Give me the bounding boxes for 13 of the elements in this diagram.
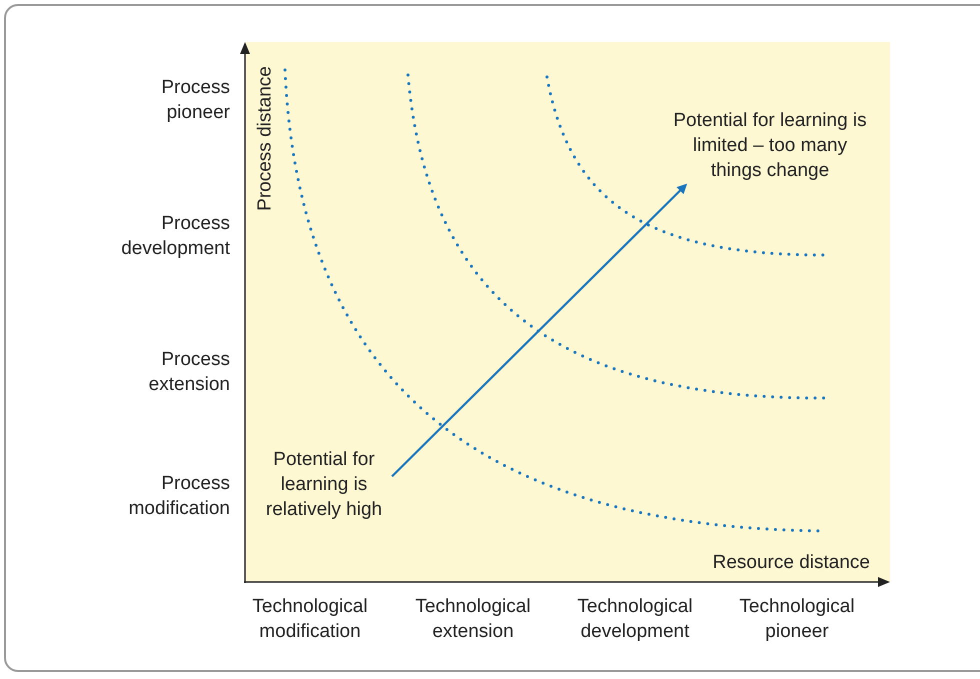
annotation-text: Potential for learning is relatively high [256,446,392,522]
y-axis-title: Process distance [254,65,276,213]
arrow [391,184,688,478]
axis-category-label: Technological modification [251,595,369,644]
axis-category-label: Technological development [576,595,694,644]
x-axis-title: Resource distance [712,551,870,575]
axis-category-label: Process extension [148,348,230,397]
axis-category-label: Process development [120,212,230,261]
axis-category-label: Technological pioneer [738,595,856,644]
axis-category-label: Process modification [128,472,230,521]
axis-category-label: Technological extension [414,595,532,644]
axis-category-label: Process pioneer [160,76,230,125]
annotation-text: Potential for learning is limited – too many things change [672,105,868,185]
